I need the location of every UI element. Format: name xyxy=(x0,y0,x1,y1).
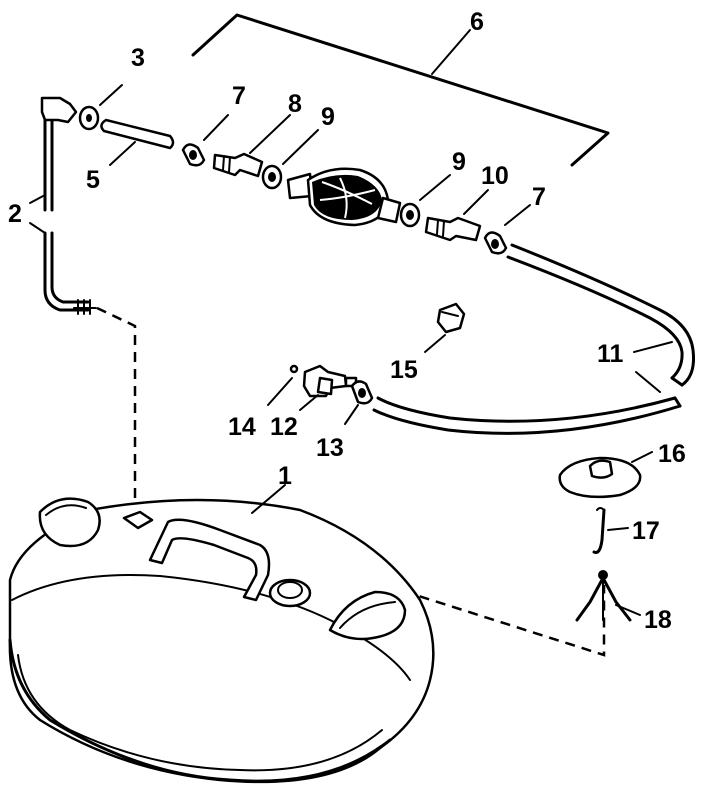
hose-clamp xyxy=(181,114,229,167)
callout-17: 17 xyxy=(632,517,660,545)
pickup-tube-dashed-line xyxy=(96,306,137,510)
callout-3: 3 xyxy=(131,44,145,72)
callout-2: 2 xyxy=(8,200,22,228)
washer xyxy=(78,84,123,131)
callout-15: 15 xyxy=(390,356,418,384)
callout-7-right: 7 xyxy=(532,183,546,211)
clamp-ring-right xyxy=(399,174,451,228)
primer-bulb xyxy=(286,167,402,227)
short-hose xyxy=(100,118,175,166)
callout-9-left: 9 xyxy=(321,103,335,131)
callout-11: 11 xyxy=(597,340,624,368)
callout-5: 5 xyxy=(86,166,100,194)
fuel-hose xyxy=(372,243,695,435)
connector-fitting-right xyxy=(424,189,489,242)
float-gauge xyxy=(575,570,641,622)
connector-fitting xyxy=(212,114,291,178)
callout-9-right: 9 xyxy=(452,148,466,176)
callout-14: 14 xyxy=(228,413,256,441)
callout-1: 1 xyxy=(278,462,292,490)
callout-6: 6 xyxy=(470,8,484,36)
callout-10: 10 xyxy=(481,162,509,190)
callout-18: 18 xyxy=(644,606,672,634)
gauge-hook xyxy=(592,507,629,554)
clamp-ring-left xyxy=(261,129,319,190)
hose-clamp-right xyxy=(483,204,531,255)
callout-13: 13 xyxy=(316,434,344,462)
tank-connector xyxy=(267,364,358,411)
hose-end-cap xyxy=(424,302,466,353)
filler-cap xyxy=(558,451,653,499)
callout-12: 12 xyxy=(270,413,298,441)
fuel-tank xyxy=(8,484,435,784)
callout-7-left: 7 xyxy=(232,82,246,110)
fuel-line-assembly-bracket xyxy=(191,13,610,167)
callout-16: 16 xyxy=(658,440,686,468)
pickup-tube xyxy=(29,96,97,315)
connector-clamp xyxy=(344,380,374,425)
callout-8: 8 xyxy=(288,90,302,118)
